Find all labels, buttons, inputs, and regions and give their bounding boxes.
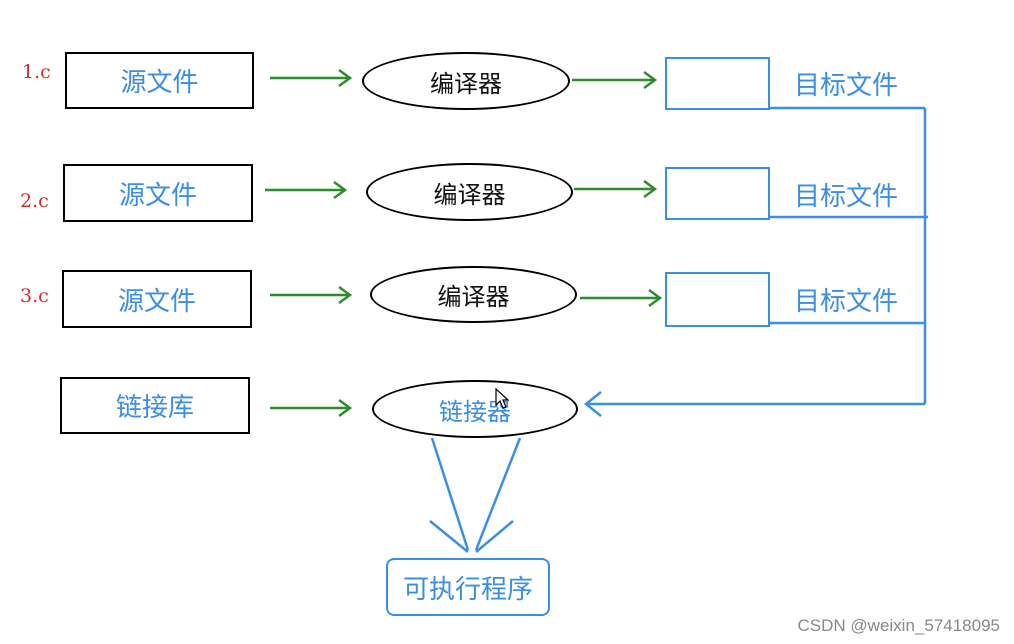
- mouse-cursor-icon: [495, 388, 509, 409]
- object-file-box-1: [665, 57, 770, 110]
- object-file-box-2: [665, 167, 770, 220]
- linker-ellipse: 链接器: [372, 380, 578, 438]
- executable-box: 可执行程序: [386, 558, 550, 616]
- object-file-label-2: 目标文件: [794, 182, 899, 212]
- compiler-ellipse-2: 编译器: [366, 163, 573, 221]
- library-box: 链接库: [60, 377, 250, 434]
- object-file-box-3: [665, 272, 770, 327]
- watermark: CSDN @weixin_57418095: [797, 616, 1000, 635]
- source-file-box-1: 源文件: [65, 52, 254, 109]
- file-label-3: 3.c: [20, 285, 49, 307]
- object-file-label-1: 目标文件: [794, 71, 899, 101]
- green-arrows: [265, 68, 663, 418]
- compiler-ellipse-1: 编译器: [362, 52, 570, 110]
- compiler-ellipse-3: 编译器: [370, 266, 577, 323]
- file-label-2: 2.c: [20, 190, 49, 212]
- file-label-1: 1.c: [22, 61, 51, 83]
- blue-connectors: [429, 106, 928, 553]
- source-file-box-3: 源文件: [62, 270, 252, 328]
- object-file-label-3: 目标文件: [794, 287, 899, 317]
- source-file-box-2: 源文件: [63, 164, 253, 222]
